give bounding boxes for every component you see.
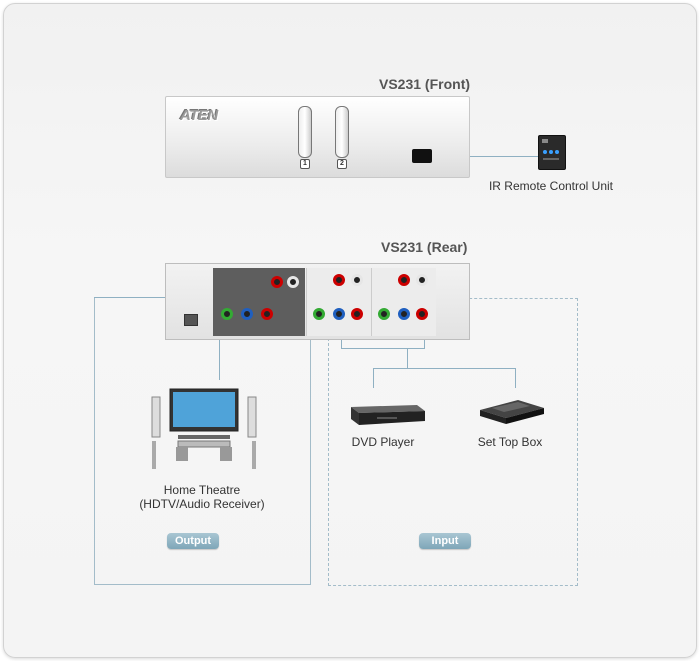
- output-pr-jack: [261, 308, 273, 320]
- output-group-box: [94, 298, 311, 585]
- settop-drop-line: [515, 368, 516, 388]
- input-split-line: [373, 368, 515, 369]
- input2-audio-r-jack: [398, 274, 410, 286]
- input1-audio-l-jack: [351, 274, 363, 286]
- port-2-button[interactable]: [335, 106, 349, 158]
- output-line-top: [94, 297, 166, 298]
- output-audio-r-jack: [271, 276, 283, 288]
- input2-y-jack: [378, 308, 390, 320]
- set-top-box-label: Set Top Box: [477, 435, 543, 449]
- output-badge: Output: [167, 533, 219, 549]
- input1-audio-r-jack: [333, 274, 345, 286]
- input2-pr-jack: [416, 308, 428, 320]
- remote-label: IR Remote Control Unit: [488, 179, 614, 193]
- rear-title: VS231 (Rear): [381, 239, 468, 255]
- output-pb-jack: [241, 308, 253, 320]
- output-to-tv-line: [219, 322, 220, 380]
- front-title: VS231 (Front): [379, 76, 471, 92]
- input1-y-jack: [313, 308, 325, 320]
- output-ports: [213, 268, 305, 336]
- input1-pr-jack: [351, 308, 363, 320]
- output-y-jack: [221, 308, 233, 320]
- power-jack: [184, 314, 198, 326]
- home-theatre-label-2: (HDTV/Audio Receiver): [139, 497, 265, 511]
- input2-pb-jack: [398, 308, 410, 320]
- dvd-drop-line: [373, 368, 374, 388]
- port-1-label: 1: [300, 159, 310, 169]
- dvd-player-icon: [351, 405, 425, 425]
- home-theatre-label-1: Home Theatre: [163, 483, 241, 497]
- home-theatre-icon: [151, 388, 257, 469]
- dvd-player-label: DVD Player: [351, 435, 415, 449]
- ir-remote-icon: [538, 135, 566, 170]
- ir-line: [433, 156, 538, 157]
- rear-panel: [165, 263, 470, 340]
- input-2-ports: [371, 268, 436, 336]
- input-1-ports: [306, 268, 371, 336]
- front-panel: ATEN 1 2: [165, 96, 470, 178]
- input-badge: Input: [419, 533, 471, 549]
- port-1-button[interactable]: [298, 106, 312, 158]
- input1-pb-jack: [333, 308, 345, 320]
- input2-audio-l-jack: [416, 274, 428, 286]
- ir-receiver-port: [412, 149, 432, 163]
- output-audio-l-jack: [287, 276, 299, 288]
- port-2-label: 2: [337, 159, 347, 169]
- aten-logo: ATEN: [180, 107, 218, 124]
- input-join-line: [341, 348, 425, 349]
- input-trunk-line: [407, 348, 408, 368]
- set-top-box-icon: [480, 400, 544, 424]
